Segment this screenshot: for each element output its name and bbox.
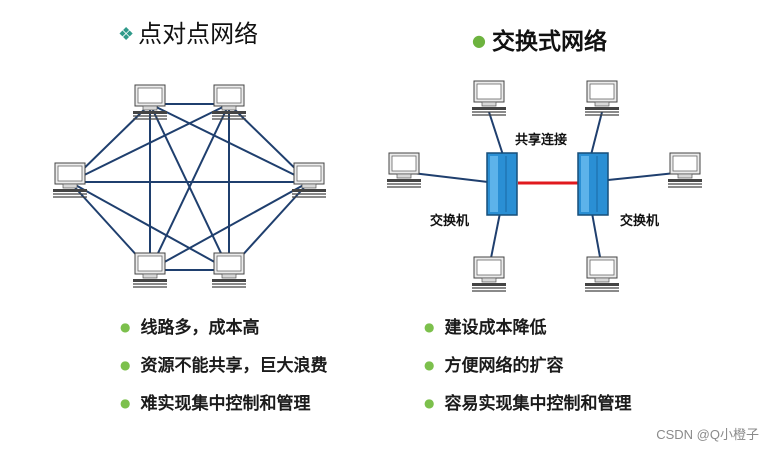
computer-icon: [132, 252, 168, 288]
bullet-dot-icon: ●: [424, 396, 435, 410]
list-item: ●容易实现集中控制和管理: [424, 394, 632, 414]
computer-icon: [386, 152, 422, 188]
bullet-dot-icon: ●: [424, 358, 435, 372]
list-item: ●建设成本降低: [424, 318, 547, 338]
round-bullet-icon: ●: [472, 31, 486, 50]
computer-icon: [471, 256, 507, 292]
peer-to-peer-bullets: ●线路多，成本高 ●资源不能共享，巨大浪费 ●难实现集中控制和管理: [120, 316, 327, 430]
title-peer-to-peer: ❖点对点网络: [118, 14, 258, 49]
list-item: ●线路多，成本高: [120, 318, 260, 338]
computer-icon: [667, 152, 703, 188]
computer-icon: [132, 84, 168, 120]
shared-link-label: 共享连接: [515, 133, 568, 148]
list-item: ●难实现集中控制和管理: [120, 394, 311, 414]
bullet-dot-icon: ●: [120, 396, 131, 410]
list-item: ●资源不能共享，巨大浪费: [120, 356, 328, 376]
computer-icon: [584, 80, 620, 116]
switch-icon: [577, 152, 609, 216]
computer-icon: [584, 256, 620, 292]
computer-icon: [52, 162, 88, 198]
computer-icon: [211, 84, 247, 120]
computer-icon: [471, 80, 507, 116]
bullet-dot-icon: ●: [120, 320, 131, 334]
switch-label-right: 交换机: [620, 214, 660, 229]
mesh-links: [69, 103, 310, 271]
computer-icon: [211, 252, 247, 288]
bullet-dot-icon: ●: [424, 320, 435, 334]
list-item: ●方便网络的扩容: [424, 356, 564, 376]
title-right-text: 交换式网络: [491, 29, 607, 55]
watermark: CSDN @Q小橙子: [656, 427, 759, 442]
title-switched: ● 交换式网络: [472, 22, 607, 56]
diamond-bullet-icon: ❖: [118, 24, 135, 45]
switch-icon: [486, 152, 518, 216]
switched-bullets: ●建设成本降低 ●方便网络的扩容 ●容易实现集中控制和管理: [424, 316, 631, 430]
bullet-dot-icon: ●: [120, 358, 131, 372]
computer-icon: [291, 162, 327, 198]
switch-label-left: 交换机: [430, 214, 470, 229]
title-left-text: 点对点网络: [138, 20, 259, 48]
